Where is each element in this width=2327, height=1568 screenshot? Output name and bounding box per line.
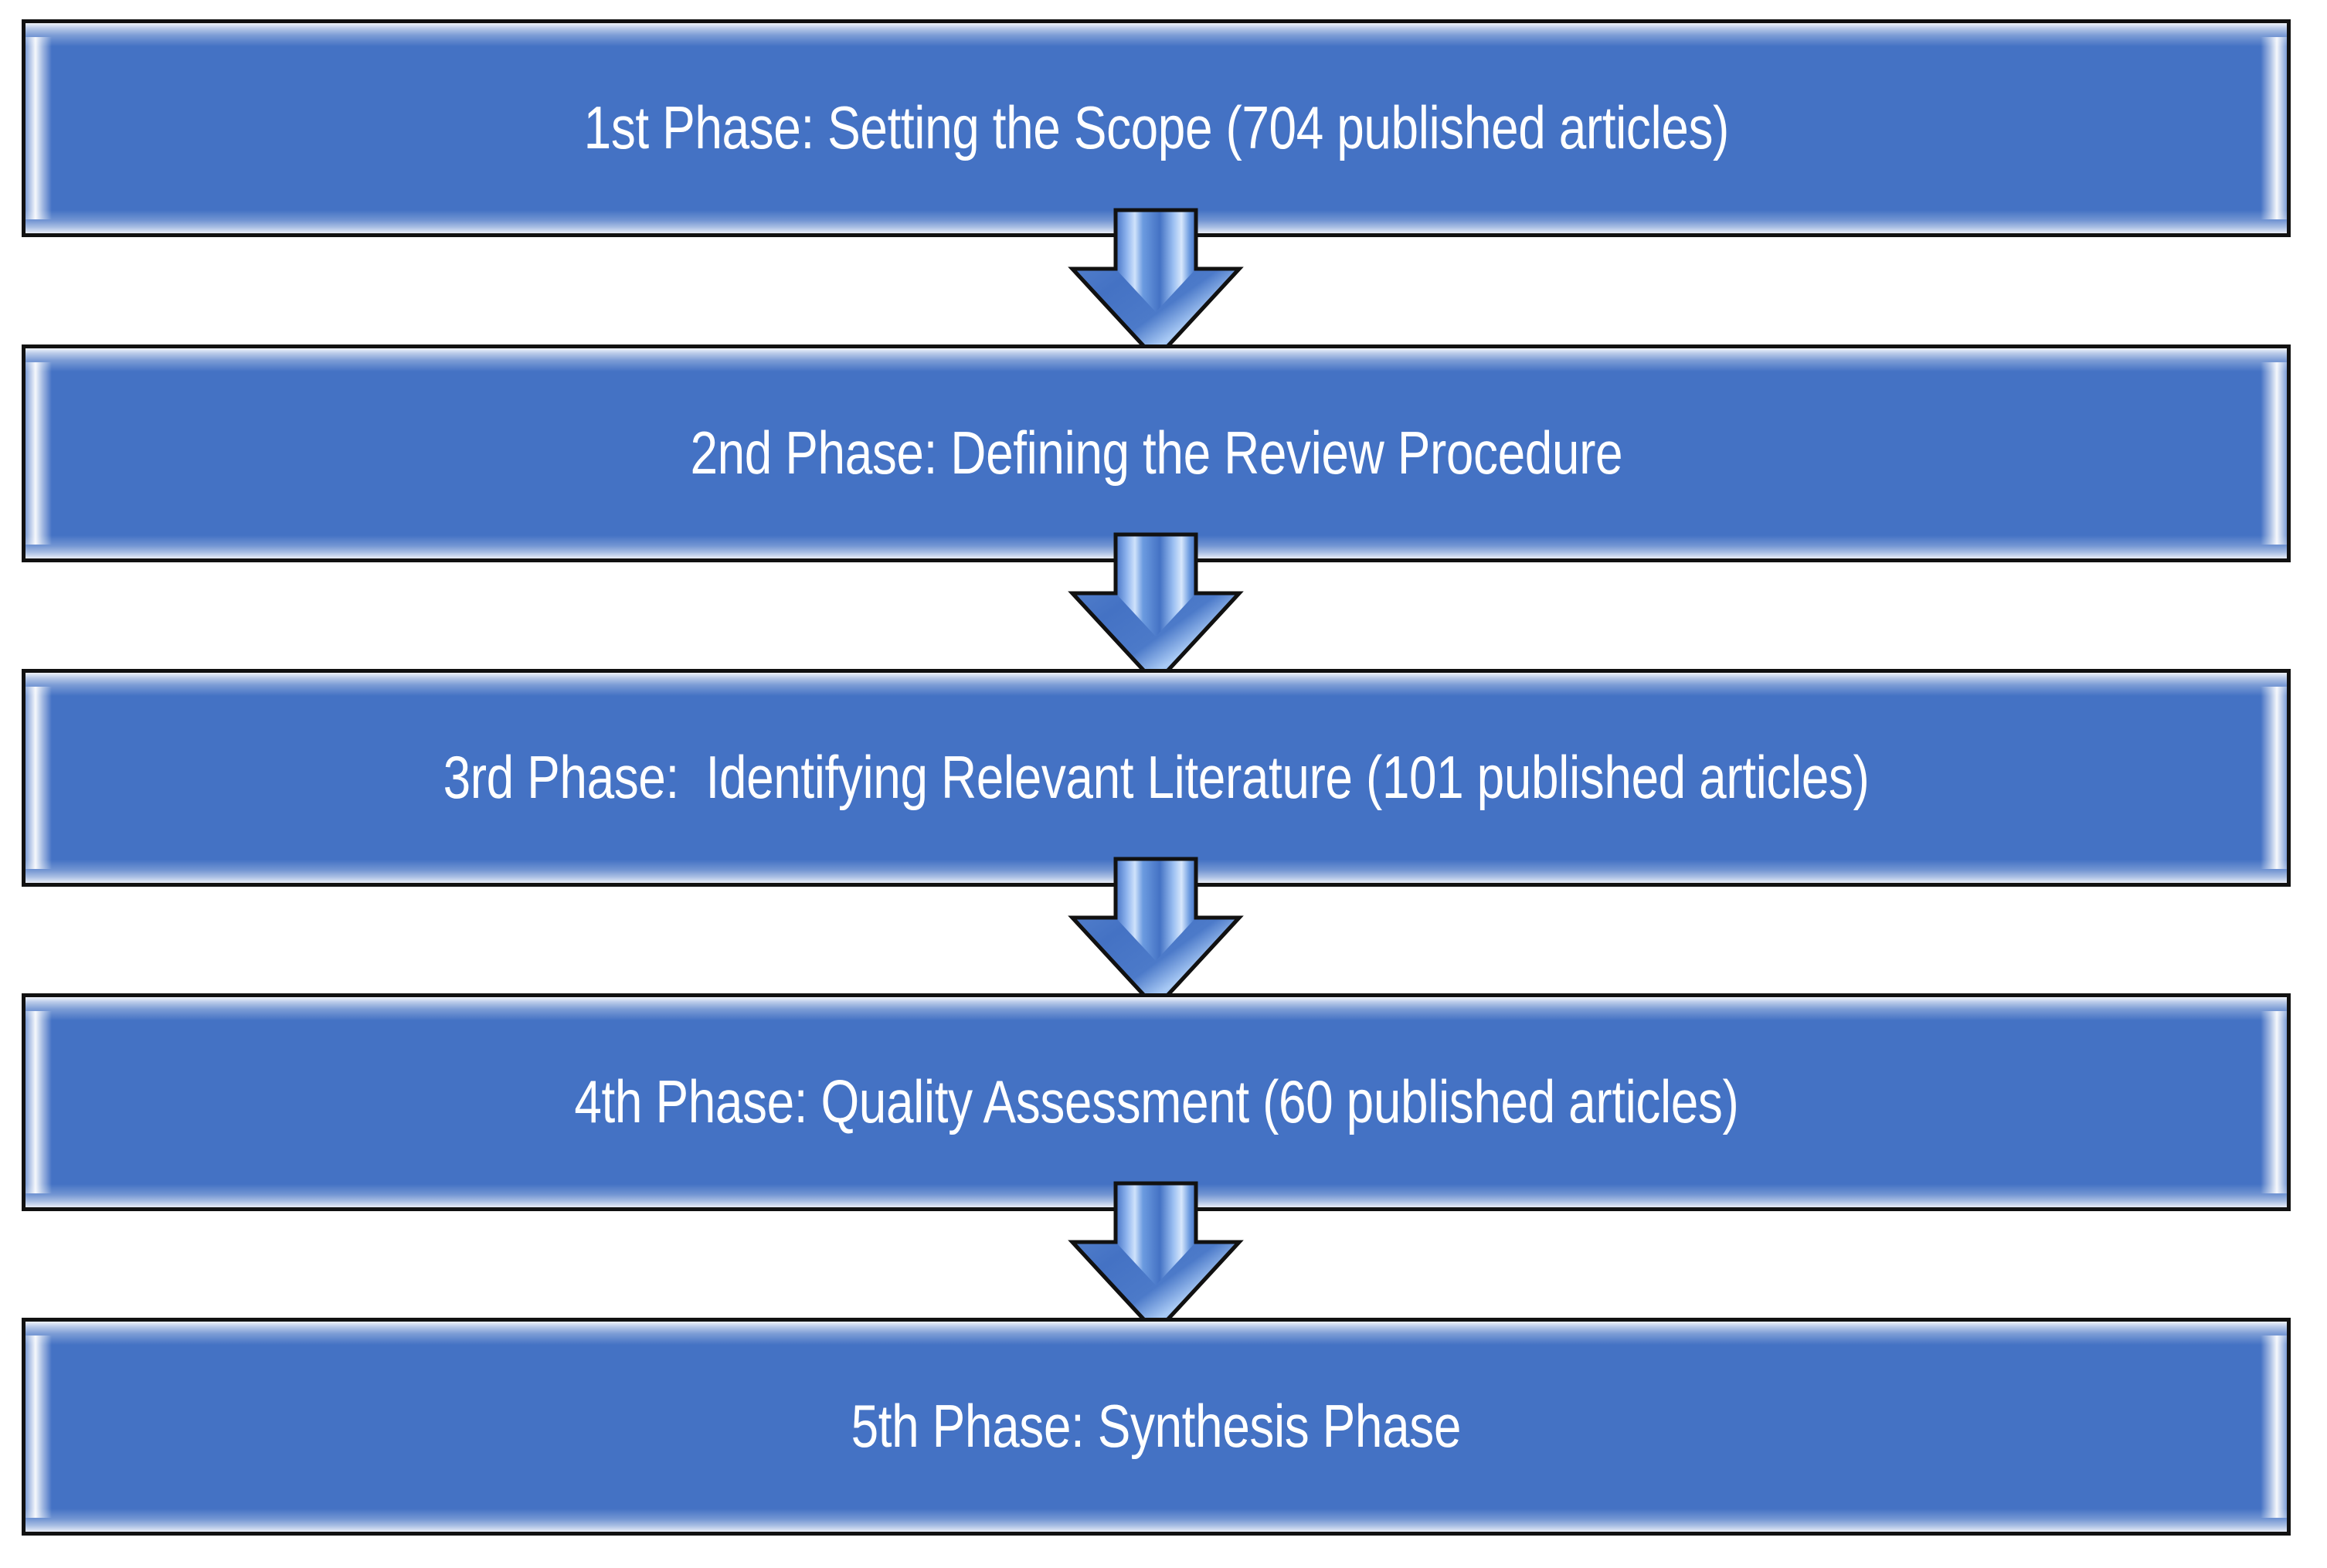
phase-box-4[interactable]: 4th Phase: Quality Assessment (60 publis…: [22, 993, 2291, 1211]
phase-label-5: 5th Phase: Synthesis Phase: [56, 1392, 2256, 1461]
phase-label-2-text: 2nd Phase: Defining the Review Procedure: [690, 419, 1622, 487]
phase-label-3-text: 3rd Phase: Identifying Relevant Literatu…: [443, 743, 1870, 812]
box-bevel-right: [2261, 687, 2287, 869]
box-bevel-top: [25, 1322, 2287, 1345]
box-bevel-top: [25, 673, 2287, 696]
down-arrow-icon: [1068, 208, 1244, 362]
phase-label-3: 3rd Phase: Identifying Relevant Literatu…: [56, 743, 2256, 812]
phase-box-3[interactable]: 3rd Phase: Identifying Relevant Literatu…: [22, 669, 2291, 887]
down-arrow-icon: [1068, 532, 1244, 687]
phase-box-1[interactable]: 1st Phase: Setting the Scope (704 publis…: [22, 19, 2291, 237]
box-bevel-left: [25, 1011, 52, 1193]
phase-label-1-text: 1st Phase: Setting the Scope (704 publis…: [583, 93, 1729, 162]
phase-label-2: 2nd Phase: Defining the Review Procedure: [56, 419, 2256, 487]
box-bevel-left: [25, 687, 52, 869]
box-bevel-bottom: [25, 1509, 2287, 1532]
arrow-connector-4: [1068, 1181, 1244, 1336]
phase-label-4-text: 4th Phase: Quality Assessment (60 publis…: [574, 1067, 1738, 1136]
box-bevel-right: [2261, 37, 2287, 219]
box-bevel-right: [2261, 1336, 2287, 1518]
box-bevel-right: [2261, 362, 2287, 545]
box-bevel-top: [25, 23, 2287, 46]
phase-label-5-text: 5th Phase: Synthesis Phase: [851, 1392, 1462, 1461]
down-arrow-icon: [1068, 857, 1244, 1011]
arrow-connector-1: [1068, 208, 1244, 362]
phase-box-2[interactable]: 2nd Phase: Defining the Review Procedure: [22, 344, 2291, 562]
arrow-connector-2: [1068, 532, 1244, 687]
box-bevel-top: [25, 348, 2287, 372]
box-bevel-top: [25, 997, 2287, 1020]
box-bevel-left: [25, 362, 52, 545]
phase-label-4: 4th Phase: Quality Assessment (60 publis…: [56, 1067, 2256, 1136]
box-bevel-right: [2261, 1011, 2287, 1193]
phase-box-5[interactable]: 5th Phase: Synthesis Phase: [22, 1318, 2291, 1536]
box-bevel-left: [25, 1336, 52, 1518]
phase-label-1: 1st Phase: Setting the Scope (704 publis…: [56, 93, 2256, 162]
arrow-connector-3: [1068, 857, 1244, 1011]
box-bevel-left: [25, 37, 52, 219]
down-arrow-icon: [1068, 1181, 1244, 1336]
